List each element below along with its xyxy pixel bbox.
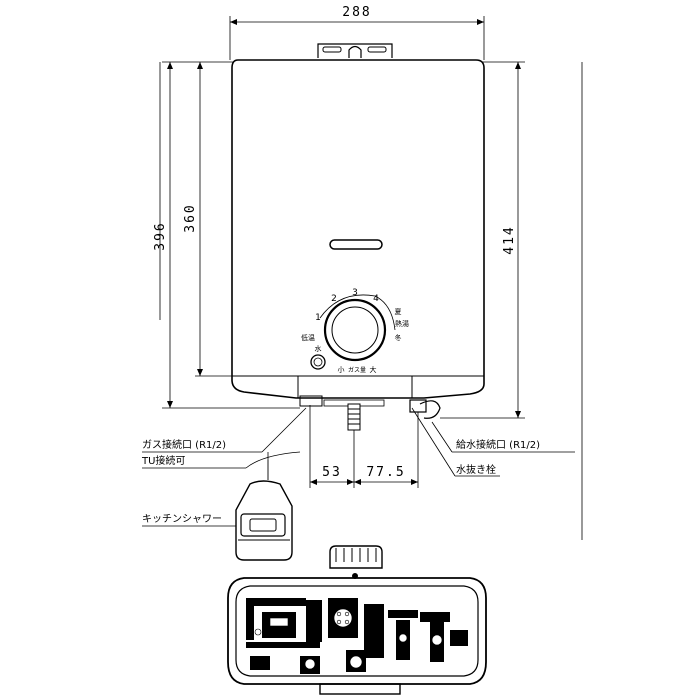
dial-label-winter: 冬: [395, 333, 402, 342]
dial-number-4: 4: [373, 294, 379, 304]
dim-offset-water: 77.5: [366, 465, 405, 480]
heater-bottom-view: [227, 545, 487, 695]
callout-water-port: 給水接続口 (R1/2): [456, 438, 540, 451]
heater-casing: [231, 59, 485, 399]
kitchen-shower-head: [235, 460, 293, 561]
dim-width: 288: [342, 5, 371, 20]
gas-fitting: [299, 395, 323, 407]
callout-shower: キッチンシャワー: [142, 513, 222, 525]
callout-tu: TU接続可: [141, 454, 185, 467]
dial-label-low: 低温: [301, 333, 315, 342]
dial-label-large: 大: [370, 365, 377, 374]
dim-height-inner: 360: [183, 203, 198, 232]
temperature-dial: [323, 298, 387, 362]
heater-front-view: [231, 43, 485, 431]
dial-label-hot: 熱湯: [395, 319, 409, 328]
dim-height-right: 414: [502, 225, 517, 254]
dial-label-water: 水: [315, 344, 322, 353]
dim-height-outer: 396: [153, 221, 168, 250]
ignition-button: [310, 354, 326, 370]
dial-markings: 1 2 3 4 低温 夏 熱湯 冬 水 小 ガス量 大: [301, 288, 409, 374]
dim-offset-gas: 53: [322, 465, 342, 480]
callout-gas-port: ガス接続口 (R1/2): [142, 438, 226, 451]
dial-label-gas: ガス量: [348, 366, 366, 374]
dial-number-2: 2: [331, 294, 337, 304]
water-inlet-fitting: [409, 399, 441, 419]
dimension-lines: [159, 16, 583, 540]
callout-drain: 水抜き栓: [456, 463, 496, 476]
dial-number-3: 3: [352, 288, 358, 298]
dial-number-1: 1: [315, 313, 321, 323]
mounting-bracket: [317, 43, 393, 58]
callout-labels: ガス接続口 (R1/2) TU接続可 給水接続口 (R1/2) 水抜き栓 キッチ…: [141, 438, 540, 525]
dial-label-small: 小: [338, 365, 345, 374]
callout-leaders: [142, 407, 575, 527]
flame-window: [329, 239, 383, 250]
dial-label-summer: 夏: [395, 308, 402, 316]
spout: [347, 403, 361, 431]
dimension-values: 288 396 360 414 53 77.5: [153, 5, 517, 480]
